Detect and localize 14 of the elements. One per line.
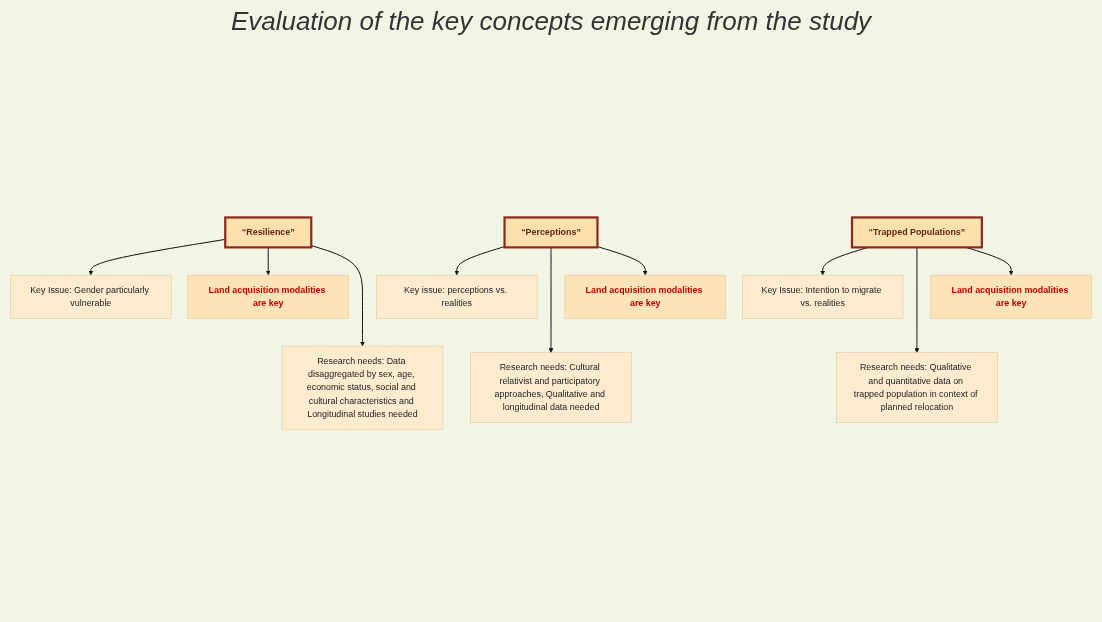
node-box: [10, 274, 172, 319]
node-box: [224, 216, 313, 249]
node-box: [187, 274, 349, 319]
diagram-title: Evaluation of the key concepts emerging from the study: [229, 6, 873, 37]
node-box: [281, 345, 444, 430]
node-box: [564, 274, 726, 319]
flowchart: “Resilience” Key Issue: Gender particularly vulnerable Land acquisition modalities are key Research needs: Data disaggregated by sex, age, economic status, social and cultural characteristics and Longitudinal studies needed “Perceptions” Key issue: perceptions vs. realities Land acquisition modalities are key Research needs: Cultural relativist and participatory approaches, Qualitative and longitudinal data needed “Trapped Populations” Key Issue: Intention to migrate vs. realities Land acquisition modalities are key Research needs: Qualitative and quantitative data on trapped population in context of planned relocation: [6, 212, 1096, 434]
node-box: [850, 216, 983, 249]
node-box: [470, 352, 632, 423]
node-box: [742, 274, 904, 319]
node-box: [503, 216, 599, 249]
node-box: [376, 274, 538, 319]
node-box: [836, 352, 998, 423]
node-box: [930, 274, 1092, 319]
